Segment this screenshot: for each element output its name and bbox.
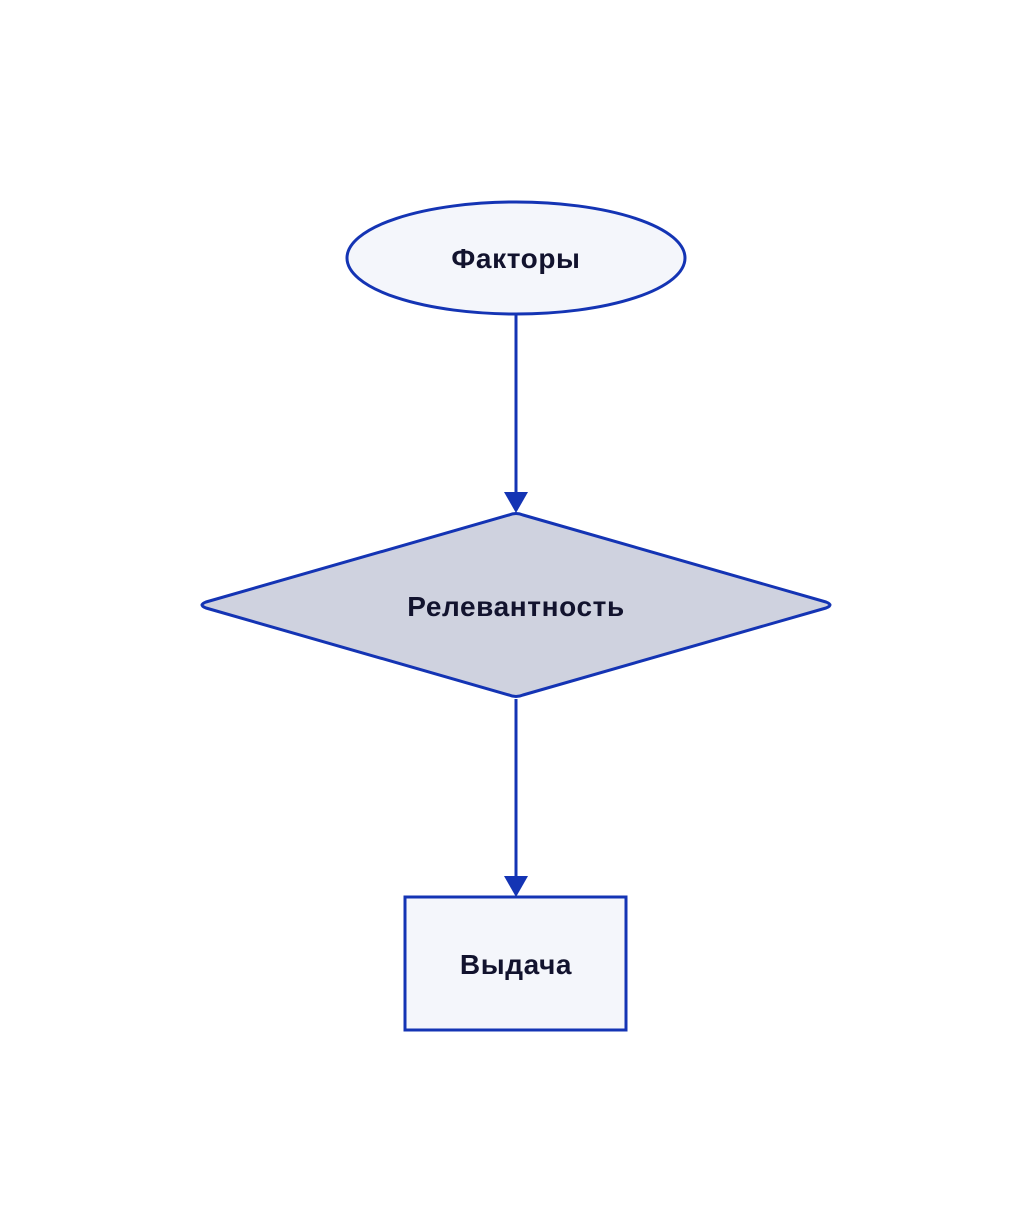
decision-node-shape (200, 512, 832, 698)
start-node-label: Факторы (451, 243, 580, 274)
start-node-shape (345, 200, 687, 316)
decision-node-label: Релевантность (407, 591, 625, 622)
edge-start-to-decision (504, 315, 528, 513)
arrowhead-icon (504, 876, 528, 897)
output-node-label: Выдача (460, 949, 572, 980)
decision-node[interactable]: Релевантность (200, 512, 832, 698)
output-node-shape (403, 895, 628, 1032)
arrowhead-icon (504, 492, 528, 513)
edge-decision-to-output (504, 699, 528, 897)
start-node[interactable]: Факторы (345, 200, 687, 316)
output-node[interactable]: Выдача (403, 895, 628, 1032)
